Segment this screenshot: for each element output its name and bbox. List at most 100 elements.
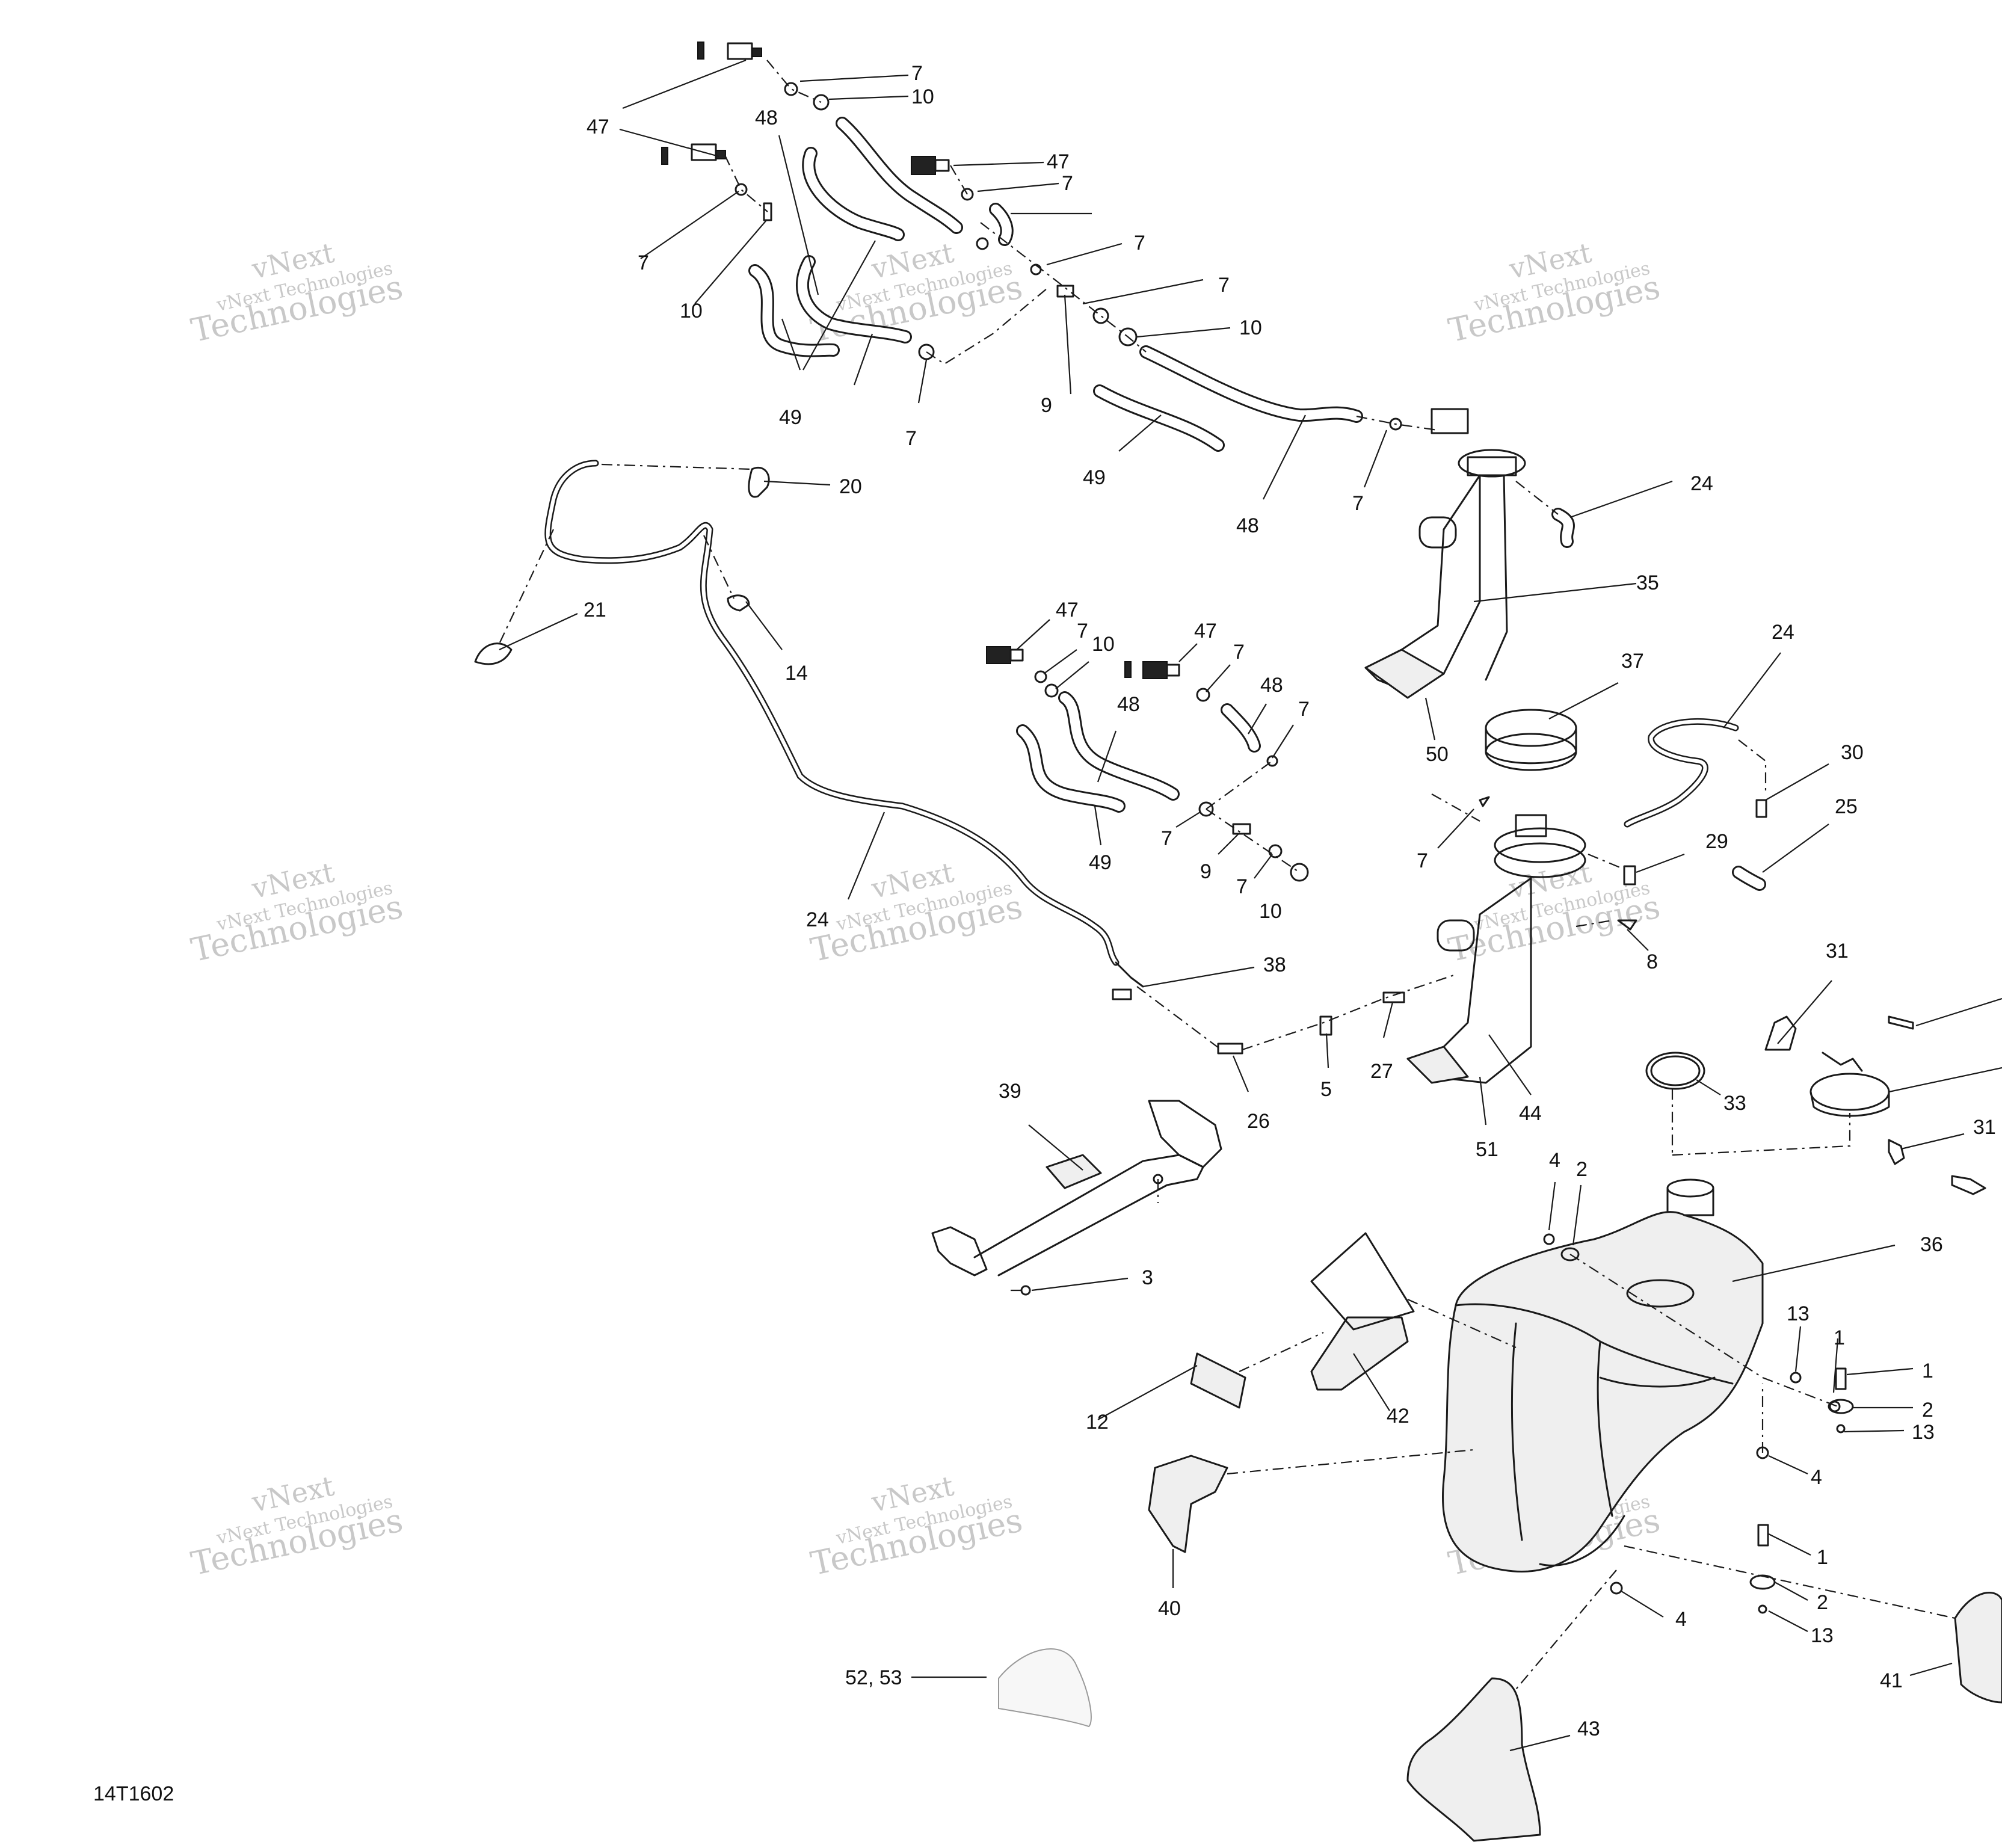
tank-fasteners (1509, 1233, 1956, 1697)
callout-10: 10 (1092, 633, 1115, 656)
callout-48: 48 (1260, 674, 1283, 697)
clamp-10 (1290, 863, 1309, 882)
callout-7: 7 (1161, 827, 1172, 850)
clip-20 (748, 466, 770, 498)
callout-36: 36 (1920, 1233, 1943, 1256)
part-31b (1888, 1139, 1905, 1165)
clamp-7 (961, 188, 974, 201)
part-32 (1888, 1015, 1914, 1030)
callout-4: 4 (1549, 1149, 1560, 1172)
callout-7: 7 (1417, 849, 1428, 872)
connector-47-top (727, 42, 753, 60)
nut-13 (1758, 1604, 1767, 1614)
clamp-10 (1118, 327, 1138, 346)
callout-41: 41 (1880, 1669, 1903, 1692)
callout-2: 2 (1817, 1591, 1828, 1614)
callout-1: 1 (1817, 1546, 1828, 1569)
pump-strainer-51 (1406, 1046, 1469, 1084)
heat-shields (998, 1232, 2002, 1842)
callout-38: 38 (1263, 953, 1286, 976)
callout-37: 37 (1621, 650, 1644, 673)
callout-30: 30 (1841, 741, 1864, 764)
clamp-7 (735, 183, 748, 196)
connector-47-right (911, 156, 936, 175)
pump-motor (1418, 516, 1457, 549)
callout-33: 33 (1723, 1092, 1746, 1115)
callout-7: 7 (1134, 232, 1145, 254)
tank-body (1442, 1211, 1764, 1572)
callout-7: 7 (1077, 620, 1088, 642)
callout-10: 10 (1259, 900, 1282, 923)
connector-tip (934, 159, 950, 172)
pump-body (1364, 474, 1481, 693)
clamp-10 (813, 94, 830, 111)
part-31 (1764, 1015, 1797, 1051)
fitting-38 (1115, 961, 1144, 988)
callout-10: 10 (911, 85, 934, 108)
vent-hose-24-loop (1624, 718, 1739, 828)
callout-10: 10 (680, 300, 703, 322)
washer-2 (1749, 1574, 1776, 1590)
callout-13: 13 (1811, 1624, 1834, 1647)
callout-49: 49 (1083, 466, 1106, 489)
callout-7: 7 (1298, 698, 1310, 721)
callout-1: 1 (1922, 1360, 1933, 1382)
clamp-7 (918, 343, 935, 360)
callout-48: 48 (1236, 514, 1259, 537)
callout-13: 13 (1787, 1302, 1810, 1325)
washer-4 (1610, 1582, 1623, 1595)
callout-43: 43 (1577, 1717, 1600, 1740)
callout-31: 31 (1826, 940, 1849, 962)
callout-7: 7 (638, 251, 649, 274)
callout-24: 24 (806, 908, 829, 931)
pump-lower-flange (1494, 827, 1586, 863)
shield-42-upper (1310, 1232, 1415, 1331)
callout-47: 47 (1056, 599, 1079, 621)
callout-47: 47 (1194, 620, 1217, 642)
gasket-33 (1645, 1052, 1705, 1090)
callout-35: 35 (1636, 571, 1659, 594)
callout-10: 10 (1239, 316, 1262, 339)
fuel-tank-36 (1442, 1178, 1764, 1572)
fitting-8 (1617, 919, 1637, 931)
drawing-code: 14T1602 (93, 1782, 174, 1805)
callout-labels: 47 7 10 48 47 7 7 10 7 7 10 49 7 9 49 48… (584, 62, 1996, 1740)
callout-29: 29 (1705, 830, 1728, 853)
cover-52-53 (998, 1648, 1092, 1728)
callout-40: 40 (1158, 1597, 1181, 1620)
callout-4: 4 (1811, 1466, 1822, 1489)
clamp-7 (1092, 307, 1109, 324)
filler-cap (1810, 1073, 1890, 1111)
fitting-26 (1112, 988, 1132, 1000)
connector-part (697, 42, 704, 60)
callout-9: 9 (1041, 394, 1052, 417)
connector-47 (986, 646, 1011, 664)
lock-ring-and-vent (1485, 709, 1767, 891)
callout-3: 3 (1142, 1266, 1153, 1289)
fitting-30 (1755, 799, 1767, 818)
callout-47: 47 (1047, 150, 1070, 173)
shield-43 (1406, 1677, 1541, 1842)
callout-26: 26 (1247, 1110, 1270, 1133)
callout-7: 7 (1218, 274, 1230, 297)
filler-cap-assembly (1645, 1015, 1986, 1195)
callout-42: 42 (1387, 1405, 1409, 1428)
callout-25: 25 (1835, 795, 1858, 818)
callout-7: 7 (1233, 641, 1245, 664)
pump-connector (1431, 408, 1469, 434)
leader-lines (499, 59, 2002, 1752)
clamp-10 (763, 202, 772, 221)
callout-44: 44 (1519, 1102, 1542, 1125)
callout-1: 1 (1834, 1326, 1845, 1349)
nut-3 (1020, 1285, 1031, 1296)
callout-9: 9 (1200, 860, 1212, 883)
callout-13: 13 (1912, 1421, 1935, 1444)
bracket-right-end (1148, 1100, 1222, 1168)
callout-49: 49 (779, 406, 802, 429)
pad-12 (1190, 1352, 1246, 1409)
tank-filler-neck (1666, 1178, 1714, 1198)
callout-7: 7 (911, 62, 923, 85)
callout-5: 5 (1320, 1078, 1332, 1101)
lock-ring-37 (1485, 709, 1577, 747)
